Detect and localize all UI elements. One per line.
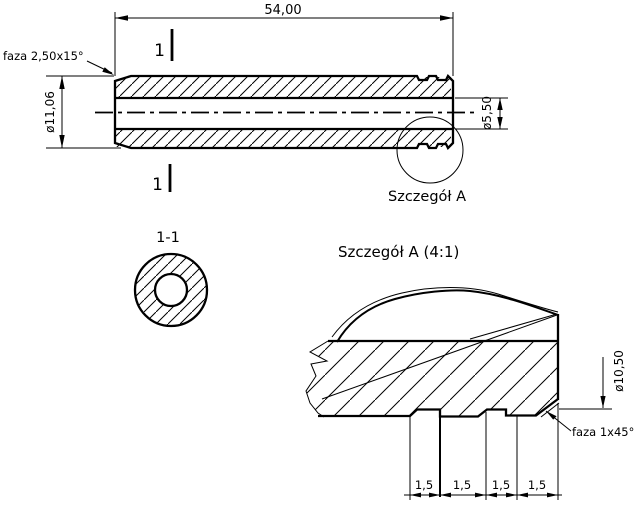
section-annulus-hatch [135,254,208,326]
detail-bottom-contour [318,398,559,418]
pitch-dim-2: 1,5 [453,478,471,492]
dim-bore-diameter: ø5,50 [455,96,508,130]
break-line-left [305,340,329,418]
detail-view: Szczegół A (4:1) 1,5 [305,243,634,500]
detail-chamfer-echo-line [540,402,560,418]
section-outer-circle [133,252,209,328]
dim-outer-diameter: ø11,06 [43,75,121,149]
section-mark-bottom-label: 1 [152,175,163,195]
section-view-title: 1-1 [156,230,180,246]
section-bore-circle [153,272,189,308]
main-view: 54,00 ø11,06 ø5,50 1 1 faza 2,50x15° [3,3,508,205]
detail-callout-label: Szczegół A [388,189,466,205]
part-outline [113,74,455,150]
pitch-dim-1: 1,5 [415,478,433,492]
dim-groove-diameter-text: ø10,50 [612,350,626,392]
section-cut-marks: 1 1 [152,29,174,195]
break-spline-cross-2 [469,313,558,340]
dim-length-text: 54,00 [264,3,301,18]
detail-hatch [306,341,558,417]
chamfer-note-left-text: faza 2,50x15° [3,49,84,63]
pitch-dim-3: 1,5 [492,478,510,492]
detail-view-title: Szczegół A (4:1) [338,243,459,261]
dim-length: 54,00 [114,3,454,76]
detail-circle [396,116,464,184]
dim-groove-diameter: ø10,50 [559,350,626,410]
hatch-bottom-wall [116,130,451,147]
break-spline-echo [331,287,559,338]
dim-groove-pitch: 1,5 1,5 1,5 1,5 [404,403,562,500]
chamfer-note-detail-text: faza 1x45° [572,425,634,439]
dim-outer-diameter-text: ø11,06 [43,91,57,133]
pitch-dim-4: 1,5 [528,478,546,492]
chamfer-note-detail: faza 1x45° [545,410,634,439]
hatch-top-wall [116,77,451,97]
dim-bore-diameter-text: ø5,50 [480,96,494,130]
section-view-1-1: 1-1 [133,230,209,328]
break-spline-cross-1 [321,314,558,400]
section-mark-top-label: 1 [154,41,165,61]
chamfer-note-left: faza 2,50x15° [3,49,114,75]
break-line-top [336,289,559,343]
